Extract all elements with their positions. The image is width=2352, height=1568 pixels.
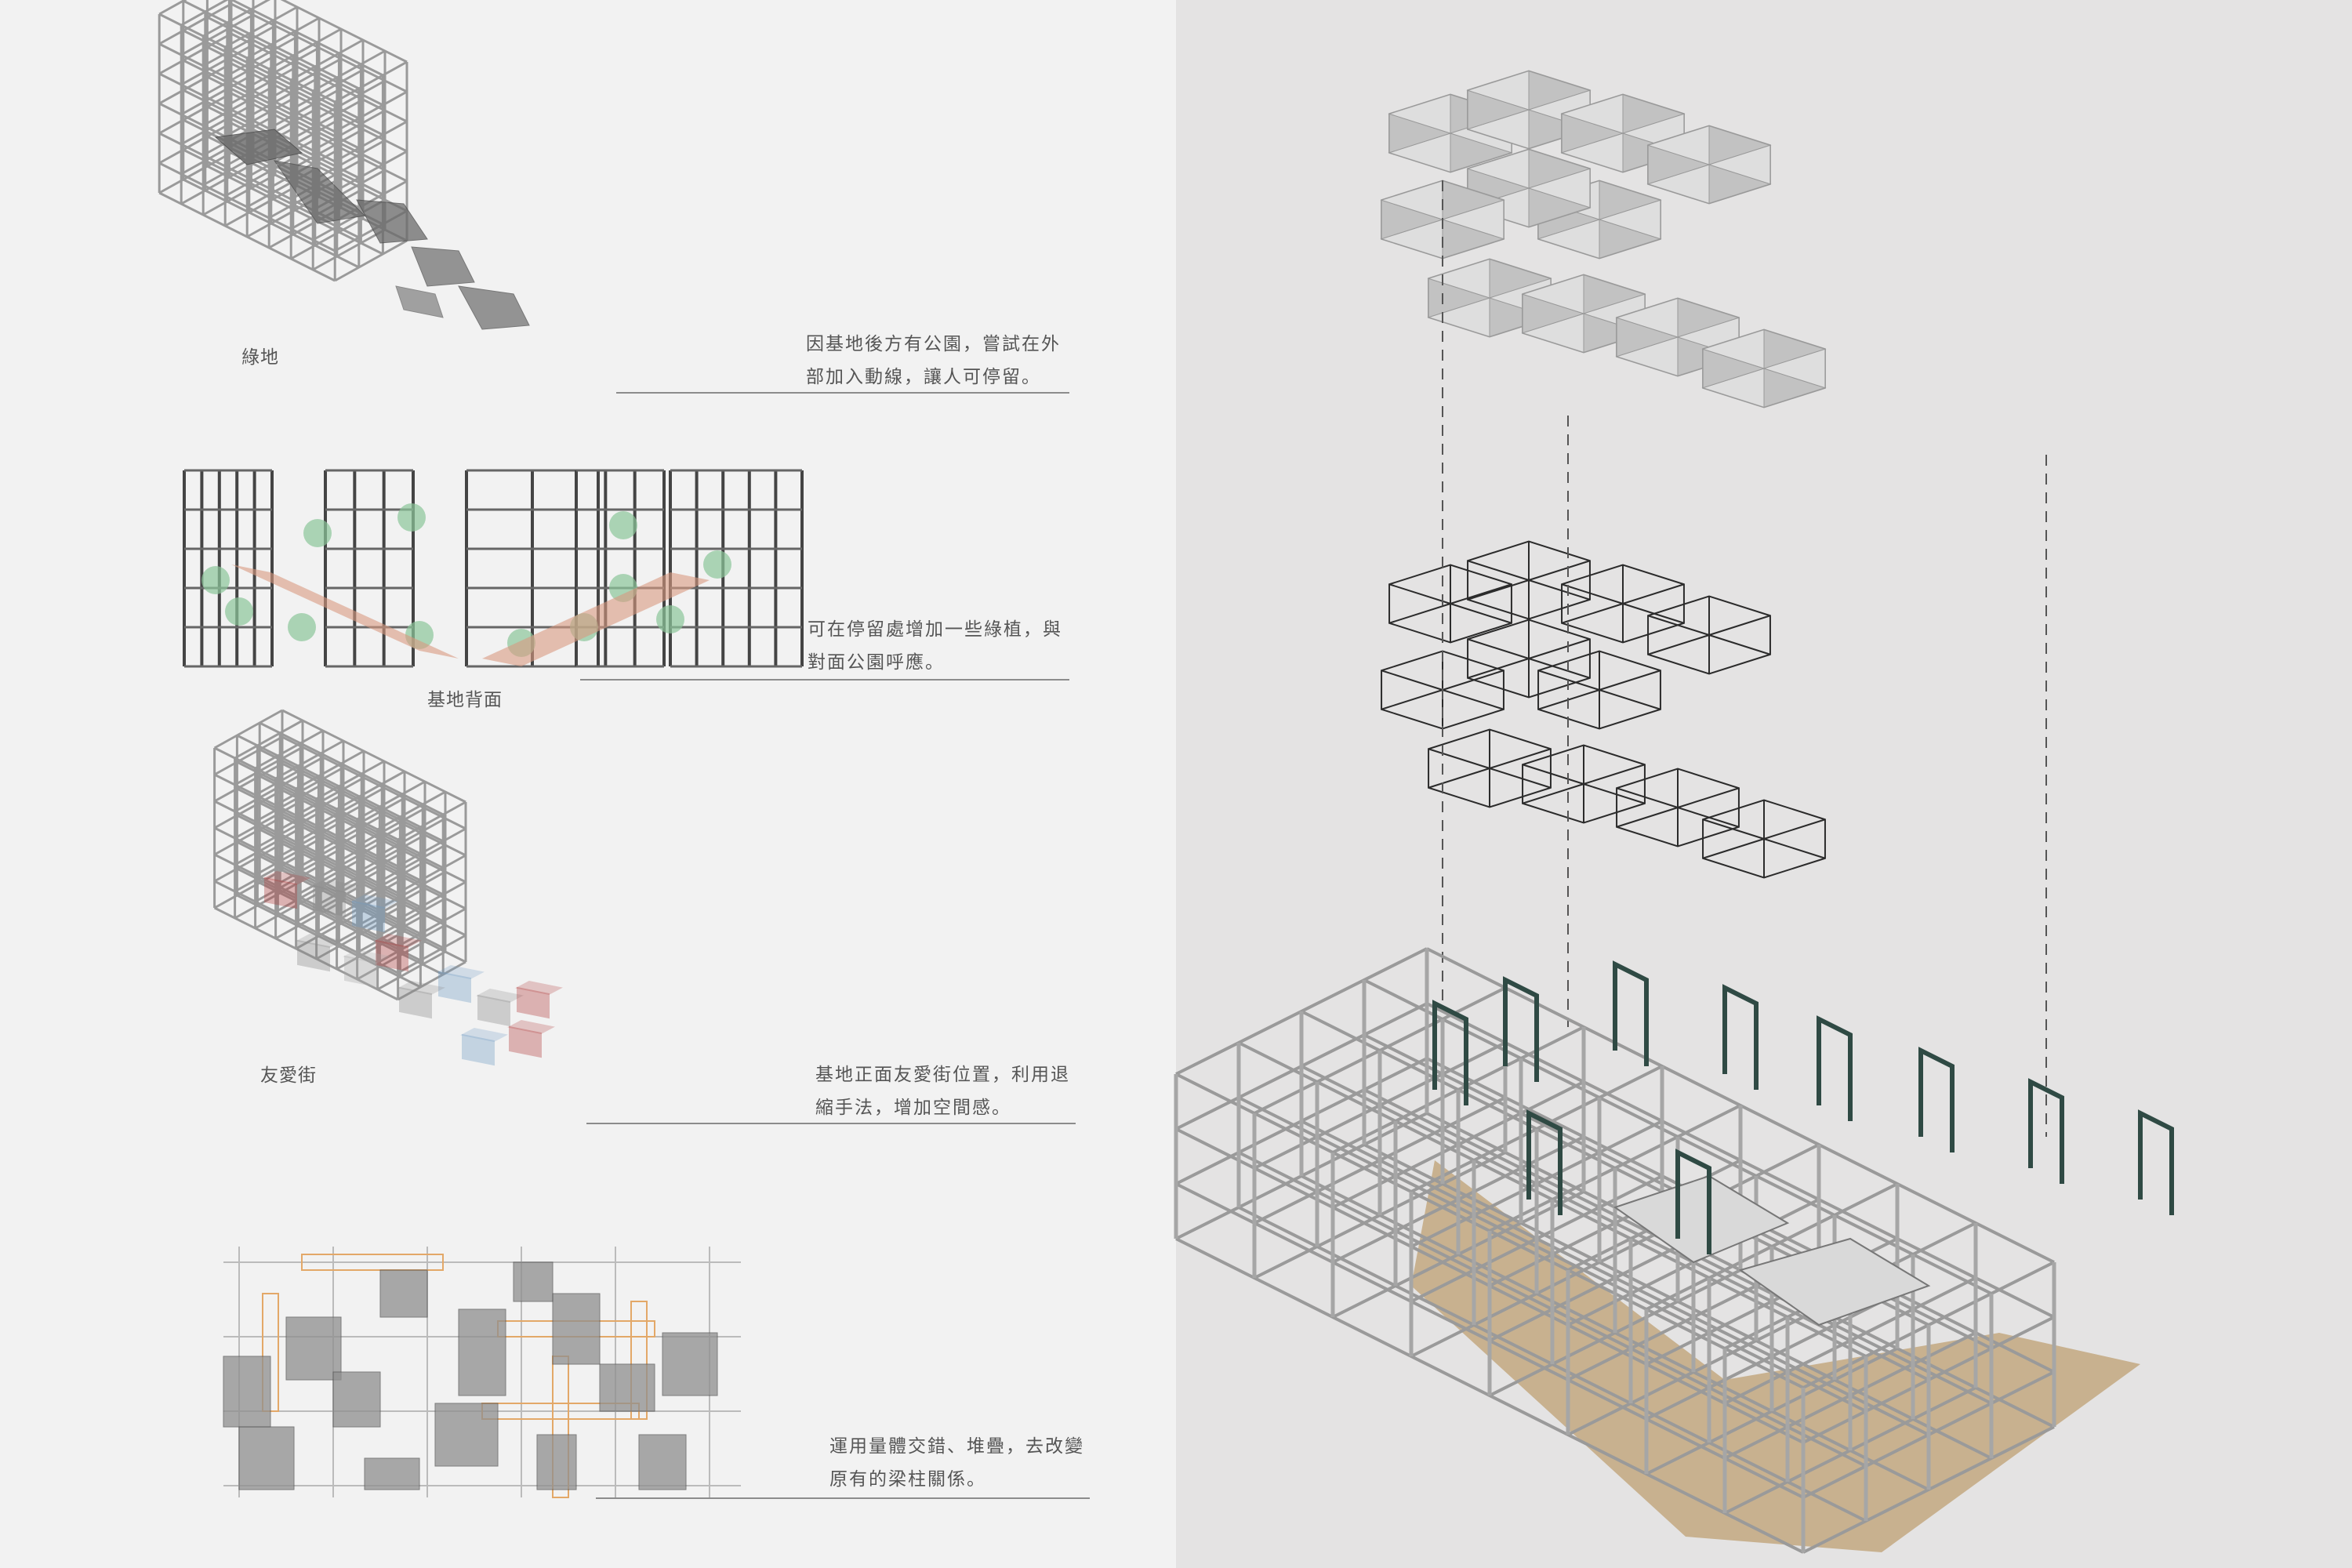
steel-portal-frames <box>1432 960 2174 1254</box>
green-path <box>214 129 530 330</box>
volume-box <box>313 884 346 917</box>
divider-line <box>596 1497 1090 1499</box>
note-line: 基地正面友愛街位置，利用退 <box>815 1065 1070 1085</box>
interior-box <box>1738 1237 1931 1327</box>
divider-line <box>616 392 1069 394</box>
section-note-green: 因基地後方有公園，嘗試在外 部加入動線，讓人可停留。 <box>806 328 1061 394</box>
section-label-green: 綠地 <box>241 347 279 368</box>
section-label-street: 友愛街 <box>260 1065 317 1086</box>
portal-frame <box>1817 1015 1853 1121</box>
interior-box <box>1613 1174 1790 1264</box>
volume-box <box>352 900 385 933</box>
tree <box>288 613 316 641</box>
ground-slab <box>1411 1160 2140 1552</box>
portal-frame <box>1432 1000 1468 1105</box>
volume-box <box>509 1025 542 1058</box>
note-line: 運用量體交錯、堆疊，去改變 <box>829 1436 1084 1457</box>
volume-box <box>462 1033 495 1066</box>
note-line: 因基地後方有公園，嘗試在外 <box>806 334 1061 354</box>
volume-box <box>399 986 432 1019</box>
building-mass <box>1174 947 2140 1554</box>
portal-frame <box>1526 1109 1563 1215</box>
tree <box>397 503 426 532</box>
left-panel: 綠地 因基地後方有公園，嘗試在外 部加入動線，讓人可停留。 基地背面 可在停留處… <box>158 0 1090 1499</box>
divider-line <box>586 1123 1076 1124</box>
portal-frame <box>1613 960 1649 1066</box>
portal-frame <box>1918 1047 1955 1152</box>
divider-line <box>580 679 1069 681</box>
alignment-guides <box>1442 180 2047 1137</box>
note-line: 縮手法，增加空間感。 <box>815 1098 1011 1118</box>
volume-box <box>477 994 510 1027</box>
note-line: 對面公園呼應。 <box>808 652 945 673</box>
volume-box <box>344 955 377 988</box>
roof-canopy-layer <box>1380 70 1827 408</box>
volume-box <box>438 971 471 1004</box>
isometric-frame-diagram-green-path <box>158 0 530 330</box>
section-note-plan: 運用量體交錯、堆疊，去改變 原有的梁柱關係。 <box>829 1430 1084 1496</box>
right-panel <box>1174 0 2352 1568</box>
volume-box <box>297 939 330 972</box>
tree <box>303 519 332 547</box>
elevation-frame <box>183 469 804 668</box>
structural-frame <box>213 709 467 1001</box>
volumes <box>263 870 563 1066</box>
plan-diagram-stacking <box>223 1247 741 1498</box>
note-line: 部加入動線，讓人可停留。 <box>806 367 1041 387</box>
portal-frame <box>2138 1109 2174 1215</box>
tree <box>201 566 230 594</box>
tree <box>609 511 637 539</box>
section-note-street: 基地正面友愛街位置，利用退 縮手法，增加空間感。 <box>815 1058 1070 1124</box>
exploded-axonometric-diagram <box>1174 70 2174 1554</box>
volume-box <box>264 877 297 909</box>
volume-diagram-street-front <box>213 709 563 1066</box>
tree <box>656 605 684 633</box>
section-note-site-back: 可在停留處增加一些綠植，與 對面公園呼應。 <box>808 613 1062 679</box>
volume-box <box>376 939 408 972</box>
tree <box>225 597 253 626</box>
stacked-volumes <box>223 1261 718 1490</box>
elevation-diagram-site-back <box>183 469 804 668</box>
portal-frame <box>2028 1078 2064 1184</box>
portal-frame <box>1675 1149 1711 1254</box>
note-line: 原有的梁柱關係。 <box>829 1469 986 1490</box>
truss-layer <box>1381 540 1826 879</box>
section-label-site-back: 基地背面 <box>427 690 503 710</box>
walkway-path <box>231 564 710 666</box>
volume-box <box>517 986 550 1019</box>
tree <box>703 550 731 579</box>
portal-frame <box>1722 984 1759 1090</box>
portal-frame <box>1503 976 1539 1082</box>
note-line: 可在停留處增加一些綠植，與 <box>808 619 1062 640</box>
